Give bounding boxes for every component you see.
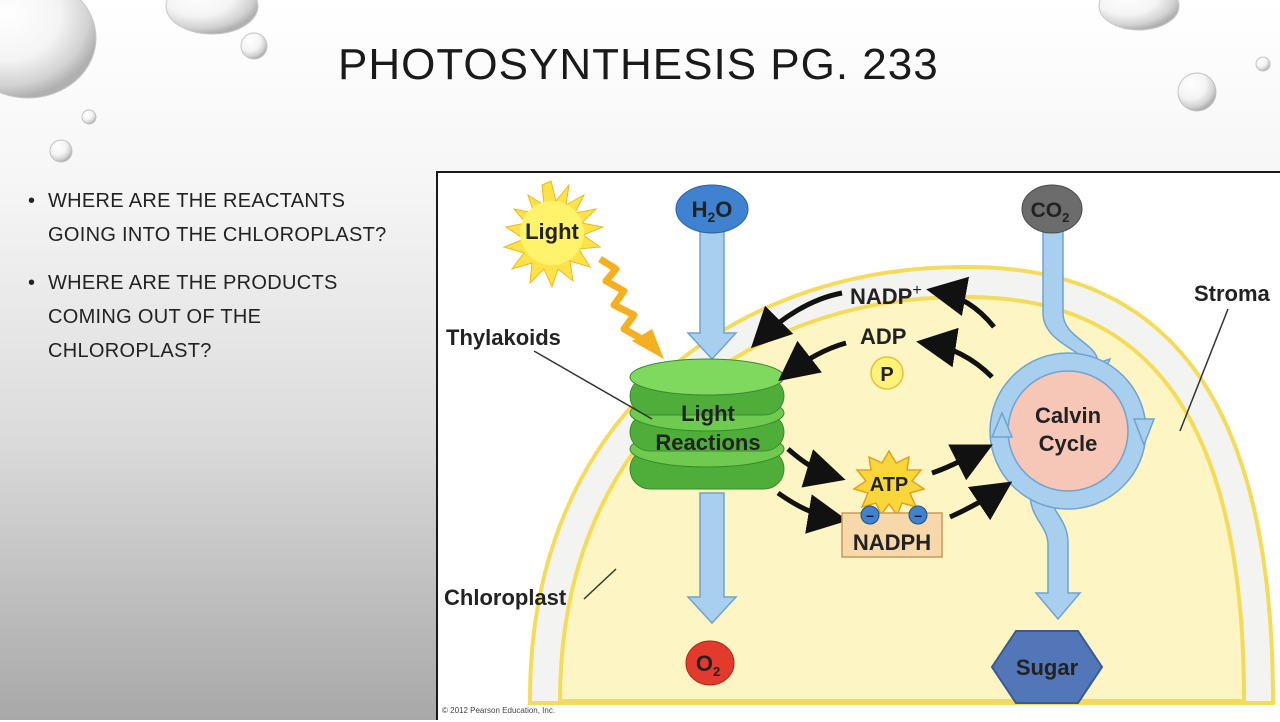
stroma-label: Stroma — [1194, 281, 1271, 306]
bullet-item-products: • Where are the products coming out of t… — [28, 266, 388, 368]
light-reactions-label-line1: Light — [681, 401, 735, 426]
calvin-cycle-arrowhead-left — [990, 411, 1014, 438]
photosynthesis-diagram: Calvin Cycle Light Reactions Light H2O C… — [436, 171, 1280, 720]
diagram-canvas: Calvin Cycle Light Reactions Light H2O C… — [442, 180, 1276, 715]
sugar-label: Sugar — [1016, 655, 1079, 680]
slide-title: PHOTOSYNTHESIS PG. 233 — [338, 40, 939, 89]
nadp-return-arrow-right — [926, 276, 996, 329]
nadp-return-arrow-left — [750, 290, 843, 349]
nadph-forward-arrow-left — [776, 490, 848, 534]
sun-icon — [502, 180, 605, 289]
calvin-cycle-label-line1: Calvin — [1035, 403, 1101, 428]
h2o-input-arrow — [686, 218, 738, 361]
nadph-label: NADPH — [853, 530, 931, 555]
adp-return-arrow-left — [778, 340, 847, 382]
thylakoids-label: Thylakoids — [446, 325, 561, 350]
bullet-marker: • — [28, 272, 36, 294]
electron-right-sign: – — [914, 507, 922, 523]
copyright-notice: © 2012 Pearson Education, Inc. — [442, 706, 555, 715]
co2-molecule — [1021, 184, 1083, 234]
phosphate-circle — [870, 356, 904, 390]
calvin-cycle-label-line2: Cycle — [1039, 431, 1098, 456]
bullet-marker: • — [28, 190, 36, 212]
o2-label: O2 — [696, 651, 720, 679]
bullet-text-products: Where are the products coming out of the… — [48, 272, 338, 362]
calvin-cycle-arrowhead-right — [1132, 418, 1156, 448]
light-energy-arrowhead — [632, 329, 664, 359]
bullet-text-reactants: Where are the reactants going into the c… — [48, 190, 387, 246]
light-energy-squiggle — [598, 256, 644, 343]
chloroplast-label: Chloroplast — [444, 585, 567, 610]
o2-output-arrow — [686, 492, 738, 625]
atp-forward-arrow-right — [931, 444, 993, 481]
o2-molecule — [685, 640, 735, 686]
adp-return-arrow-right — [916, 327, 994, 379]
electron-right — [908, 505, 928, 525]
nadph-forward-arrow-right — [948, 481, 1013, 521]
atp-starburst — [852, 449, 926, 517]
electron-left — [860, 505, 880, 525]
sugar-hexagon — [990, 630, 1104, 704]
nadph-box — [841, 512, 943, 558]
thylakoid-stack — [629, 358, 785, 490]
bullet-list: • Where are the reactants going into the… — [28, 184, 388, 382]
phosphate-label: P — [880, 364, 893, 386]
stroma-leader-line — [1179, 308, 1229, 432]
thylakoids-leader-line — [533, 350, 653, 420]
co2-label: CO2 — [1031, 199, 1070, 225]
adp-label: ADP — [860, 324, 906, 349]
electron-left-sign: – — [866, 507, 874, 523]
light-label: Light — [525, 219, 579, 244]
bullet-item-reactants: • Where are the reactants going into the… — [28, 184, 388, 252]
sugar-output-arrow — [1029, 490, 1082, 621]
atp-forward-arrow-left — [786, 447, 846, 488]
light-reactions-label-line2: Reactions — [655, 430, 760, 455]
h2o-molecule — [675, 184, 749, 234]
nadp-plus-label: NADP+ — [850, 282, 922, 309]
h2o-label: H2O — [692, 197, 733, 225]
chloroplast-leader-line — [583, 568, 617, 600]
atp-label: ATP — [870, 474, 909, 496]
